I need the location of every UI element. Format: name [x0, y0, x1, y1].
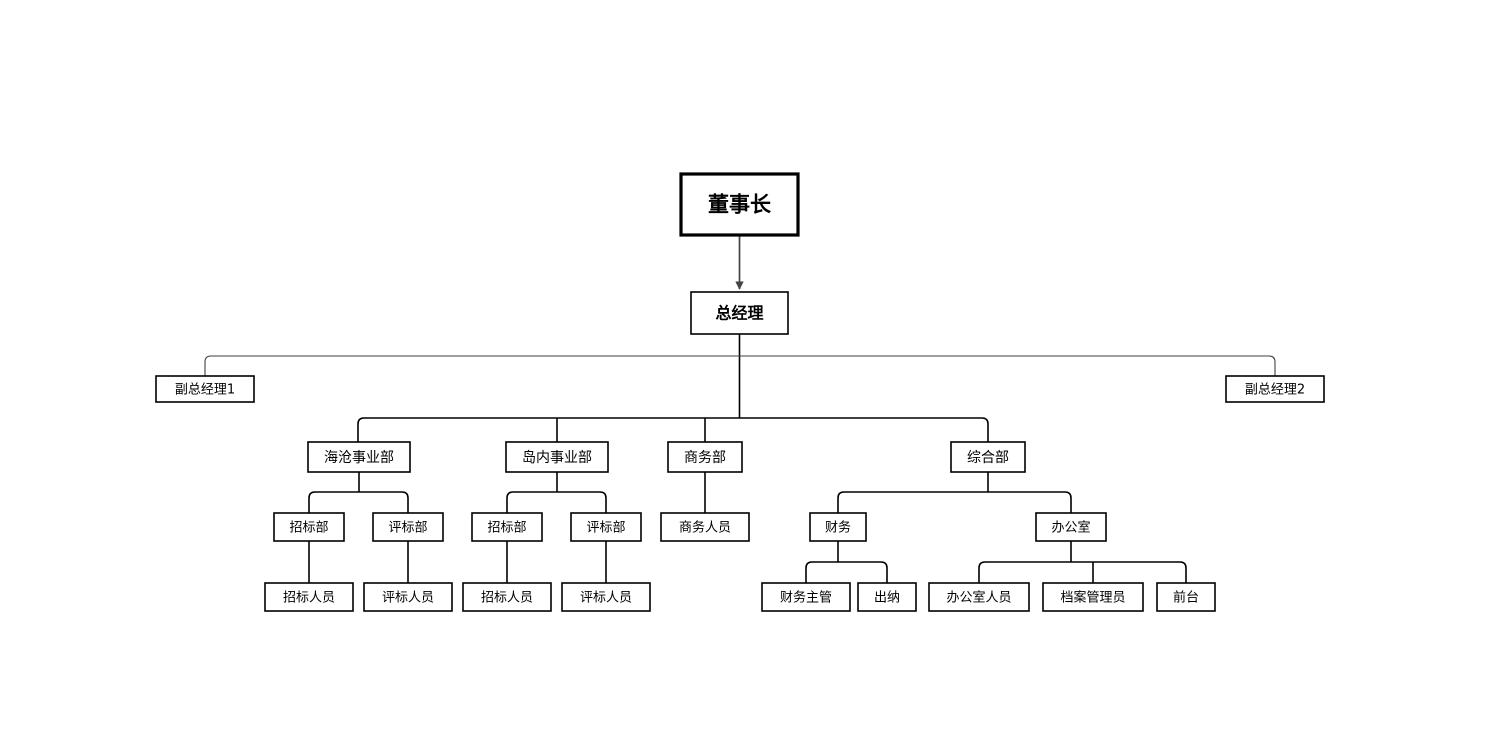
connector-daonei-bar — [506, 491, 607, 513]
node-general-affairs-dept[interactable]: 综合部 — [950, 441, 1026, 473]
node-office-dept[interactable]: 办公室 — [1035, 512, 1107, 542]
node-daonei-evaluation-staff[interactable]: 评标人员 — [561, 582, 651, 612]
node-label-general-affairs-dept: 综合部 — [967, 450, 1009, 466]
node-label-deputy-gm-1: 副总经理1 — [175, 383, 235, 398]
node-label-haicang-evaluation-dept: 评标部 — [388, 521, 427, 536]
connector-dept-bar — [357, 417, 989, 442]
node-label-general-manager: 总经理 — [715, 304, 763, 323]
node-box-deputy-gm-2[interactable] — [1225, 375, 1325, 403]
node-office-staff[interactable]: 办公室人员 — [928, 582, 1030, 612]
connector-finance-bar — [805, 561, 888, 583]
connector-haicang-bar — [308, 491, 409, 513]
node-general-manager[interactable]: 总经理 — [690, 291, 789, 335]
node-box-haicang-bidding-staff[interactable] — [264, 582, 354, 612]
node-label-haicang-bidding-dept: 招标部 — [289, 521, 328, 536]
node-daonei-division[interactable]: 岛内事业部 — [505, 441, 609, 473]
node-label-haicang-division: 海沧事业部 — [324, 449, 394, 466]
node-box-haicang-division[interactable] — [307, 441, 411, 473]
node-box-general-affairs-dept[interactable] — [950, 441, 1026, 473]
node-label-finance-supervisor: 财务主管 — [780, 590, 832, 606]
node-haicang-evaluation-dept[interactable]: 评标部 — [372, 512, 444, 542]
connectors-layer — [204, 235, 1276, 583]
node-finance-dept[interactable]: 财务 — [809, 512, 867, 542]
node-box-haicang-evaluation-dept[interactable] — [372, 512, 444, 542]
node-box-daonei-bidding-staff[interactable] — [462, 582, 552, 612]
node-box-business-dept[interactable] — [667, 441, 743, 473]
node-box-archivist[interactable] — [1042, 582, 1144, 612]
node-haicang-bidding-staff[interactable]: 招标人员 — [264, 582, 354, 612]
node-deputy-gm-2[interactable]: 副总经理2 — [1225, 375, 1325, 403]
node-label-daonei-evaluation-dept: 评标部 — [586, 521, 625, 536]
node-box-cashier[interactable] — [857, 582, 917, 612]
connector-general-affairs-bar — [837, 491, 1072, 513]
node-box-daonei-bidding-dept[interactable] — [471, 512, 543, 542]
node-box-business-staff[interactable] — [660, 512, 750, 542]
node-box-deputy-gm-1[interactable] — [155, 375, 255, 403]
node-box-office-staff[interactable] — [928, 582, 1030, 612]
node-label-haicang-evaluation-staff: 评标人员 — [382, 591, 434, 606]
node-box-finance-dept[interactable] — [809, 512, 867, 542]
node-label-daonei-bidding-dept: 招标部 — [487, 521, 526, 536]
node-front-desk[interactable]: 前台 — [1156, 582, 1216, 612]
node-archivist[interactable]: 档案管理员 — [1042, 582, 1144, 612]
node-box-chairman[interactable] — [679, 172, 800, 237]
node-label-office-dept: 办公室 — [1051, 520, 1090, 536]
node-daonei-bidding-staff[interactable]: 招标人员 — [462, 582, 552, 612]
node-haicang-evaluation-staff[interactable]: 评标人员 — [363, 582, 453, 612]
node-label-haicang-bidding-staff: 招标人员 — [283, 591, 335, 606]
node-label-chairman: 董事长 — [708, 193, 772, 217]
node-label-archivist: 档案管理员 — [1060, 591, 1125, 606]
node-cashier[interactable]: 出纳 — [857, 582, 917, 612]
connector-deputy-bar — [204, 355, 1276, 402]
node-label-daonei-bidding-staff: 招标人员 — [481, 591, 533, 606]
node-label-business-staff: 商务人员 — [679, 520, 731, 536]
node-box-daonei-division[interactable] — [505, 441, 609, 473]
node-deputy-gm-1[interactable]: 副总经理1 — [155, 375, 255, 403]
node-box-daonei-evaluation-dept[interactable] — [570, 512, 642, 542]
node-label-finance-dept: 财务 — [825, 520, 851, 536]
node-haicang-division[interactable]: 海沧事业部 — [307, 441, 411, 473]
node-label-business-dept: 商务部 — [684, 450, 726, 466]
node-finance-supervisor[interactable]: 财务主管 — [761, 582, 851, 612]
connector-office-bar — [978, 561, 1187, 583]
node-box-finance-supervisor[interactable] — [761, 582, 851, 612]
node-daonei-evaluation-dept[interactable]: 评标部 — [570, 512, 642, 542]
node-label-cashier: 出纳 — [874, 591, 900, 606]
node-chairman[interactable]: 董事长 — [679, 172, 800, 237]
node-business-staff[interactable]: 商务人员 — [660, 512, 750, 542]
node-box-daonei-evaluation-staff[interactable] — [561, 582, 651, 612]
node-box-haicang-bidding-dept[interactable] — [273, 512, 345, 542]
node-daonei-bidding-dept[interactable]: 招标部 — [471, 512, 543, 542]
node-label-front-desk: 前台 — [1173, 590, 1199, 606]
node-label-deputy-gm-2: 副总经理2 — [1245, 383, 1305, 398]
node-box-front-desk[interactable] — [1156, 582, 1216, 612]
node-business-dept[interactable]: 商务部 — [667, 441, 743, 473]
node-box-office-dept[interactable] — [1035, 512, 1107, 542]
node-box-haicang-evaluation-staff[interactable] — [363, 582, 453, 612]
node-box-general-manager[interactable] — [690, 291, 789, 335]
node-label-daonei-division: 岛内事业部 — [522, 450, 592, 466]
node-haicang-bidding-dept[interactable]: 招标部 — [273, 512, 345, 542]
node-label-daonei-evaluation-staff: 评标人员 — [580, 591, 632, 606]
node-label-office-staff: 办公室人员 — [946, 590, 1011, 606]
